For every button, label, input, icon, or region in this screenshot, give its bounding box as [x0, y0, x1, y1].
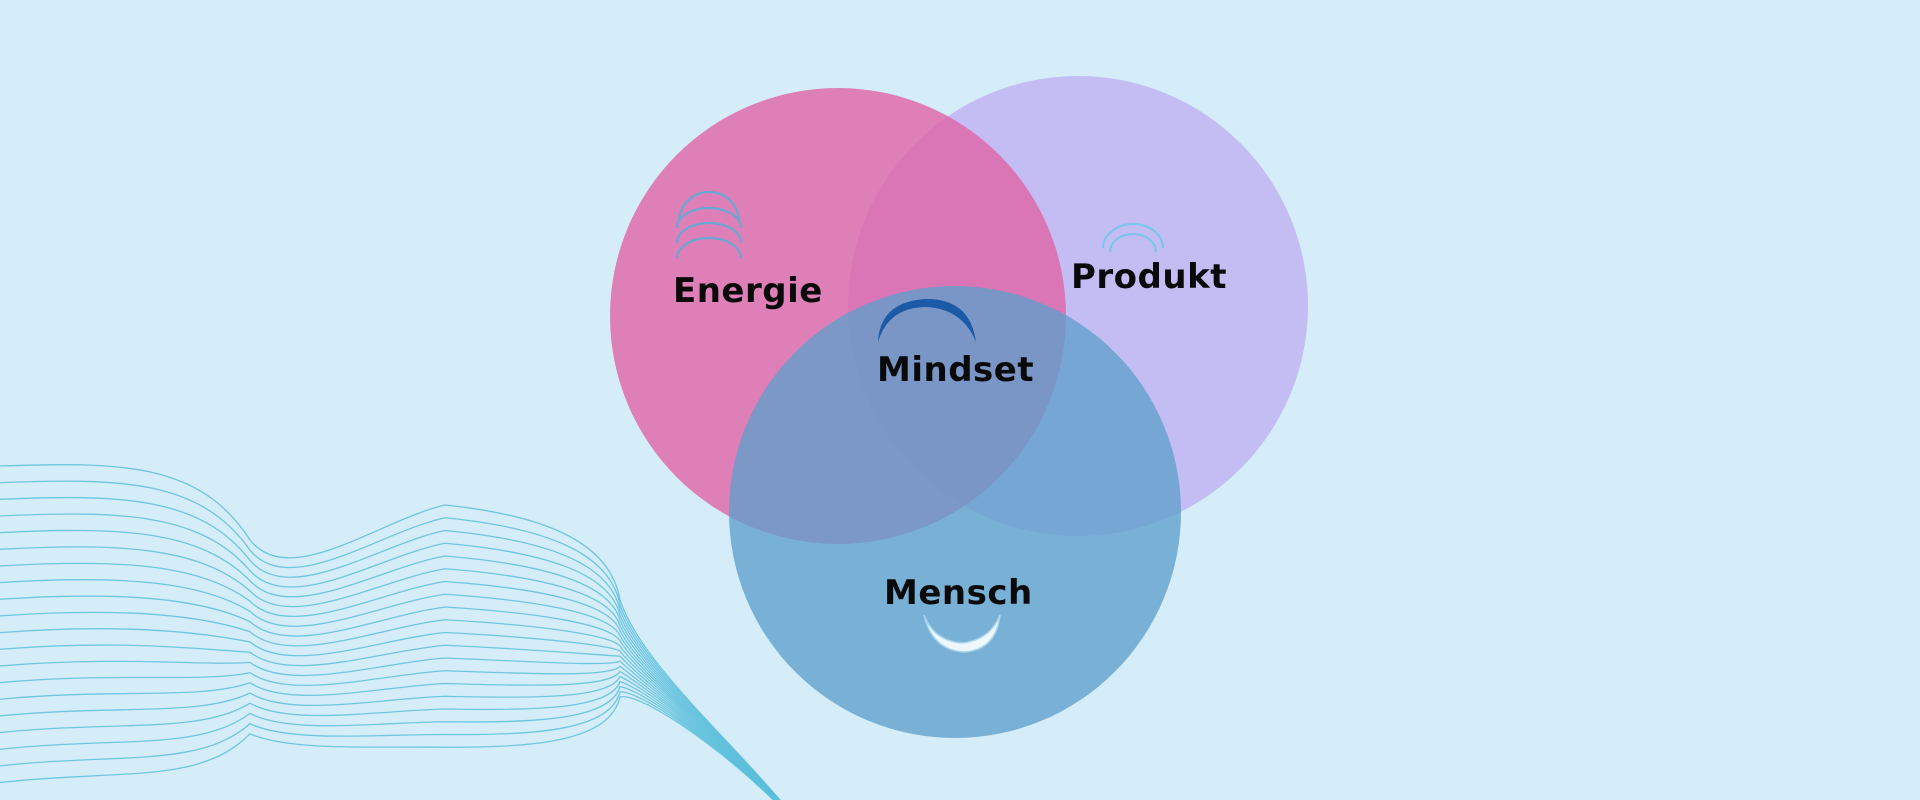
contour-line: [0, 670, 777, 800]
contour-line: [0, 562, 780, 800]
energie-arc-stack-icon: [675, 190, 743, 259]
contour-line: [0, 665, 777, 800]
contour-line: [0, 480, 781, 800]
contour-line: [0, 595, 779, 800]
contour-line: [0, 579, 779, 800]
contour-line: [0, 611, 779, 800]
contour-line: [0, 496, 781, 800]
contour-line: [0, 691, 775, 800]
contour-line: [0, 675, 776, 800]
contour-line: [0, 529, 780, 800]
contour-line: [0, 628, 778, 800]
label-mindset: Mindset: [877, 350, 1034, 390]
contour-line: [0, 513, 780, 800]
mensch-smile-arc-icon: [923, 614, 1001, 653]
contour-line: [0, 464, 781, 800]
contour-line: [0, 680, 776, 800]
produkt-arc-stack-icon: [1101, 222, 1165, 253]
contour-line: [0, 685, 776, 800]
contour-line: [0, 644, 778, 800]
mindset-arch-icon: [878, 298, 976, 342]
contour-line: [0, 546, 780, 800]
contour-line: [0, 696, 775, 800]
label-energie: Energie: [673, 271, 823, 311]
contour-line: [0, 657, 777, 800]
label-produkt: Produkt: [1071, 257, 1227, 297]
label-mensch: Mensch: [884, 573, 1033, 613]
circle-mensch: [729, 286, 1181, 738]
